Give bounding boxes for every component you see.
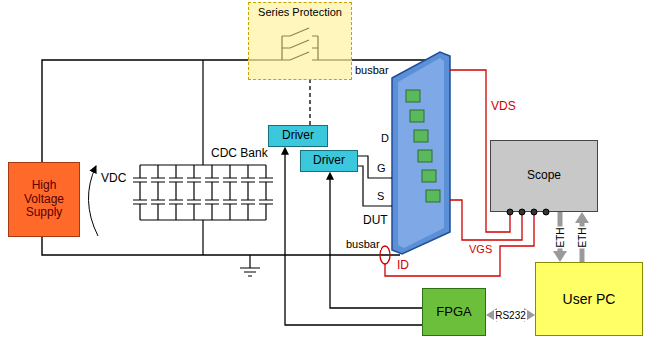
wire [42,60,428,255]
signal-name: VGS [468,243,493,255]
node-text: User PC [563,291,616,307]
node-text: Driver [313,154,345,168]
edge-label: ETH [555,226,566,248]
scope-box: Scope [490,140,598,212]
busbar-label: busbar [354,64,390,76]
arrow-head [281,147,289,155]
signal-name: ID [396,259,410,272]
node-text: High Voltage Supply [13,179,75,220]
pin-name: S [376,190,385,202]
fpga-box: FPGA [422,288,486,336]
pin-name: G [376,162,387,174]
node-text: Series Protection [258,6,342,19]
connector [575,212,589,262]
connector [486,308,535,322]
node-text: Scope [527,169,561,183]
gate-wire [358,156,392,206]
driver-box: Driver [300,150,358,172]
arrow-head [575,212,589,223]
pc-box: User PC [535,262,643,336]
current-probe [380,246,390,264]
protection-box: Series Protection [248,2,352,80]
voltage-label: VDC [100,172,127,185]
connector-line [285,154,422,325]
busbar-label: busbar [345,238,381,250]
arrow-head [326,172,334,180]
node-text: Driver [282,129,314,143]
connector [310,80,311,125]
dut-module-face [398,58,444,248]
pin-name: D [380,132,390,144]
connector-line [309,80,310,125]
chip [406,90,440,202]
ground-symbol [240,255,260,276]
supply-box: High Voltage Supply [8,162,80,237]
device-label: DUT [362,214,389,227]
connector [281,147,422,325]
connector [553,212,567,262]
dut-module [392,52,450,254]
component-label: CDC Bank [210,147,269,160]
connector-line [330,179,422,308]
node-text: FPGA [436,305,471,320]
arrow-head [553,251,567,262]
connector [326,172,422,308]
signal-name: VDS [490,100,517,113]
voltage-arrow [88,166,98,236]
driver-box: Driver [268,125,328,147]
edge-label: RS232 [494,310,527,321]
edge-label: ETH [577,226,588,248]
